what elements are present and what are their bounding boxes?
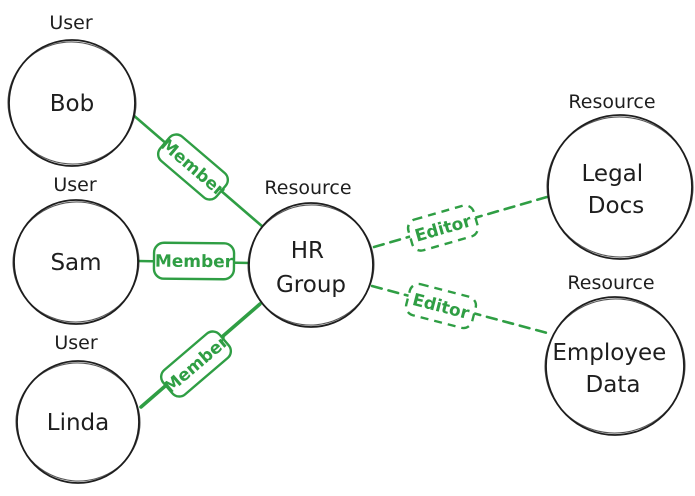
edge-label-member-sam: Member [152,241,236,281]
edge-label-member-linda: Member [159,330,233,398]
editor-label-box [406,204,480,252]
node-employee-data: Resource Employee Data [544,272,686,436]
edge-label-editor-employee: Editor [404,282,478,330]
node-hr-group: Resource HR Group [247,177,375,328]
node-legal-docs-name: Legal Docs [582,161,651,219]
editor-label-box [404,282,478,330]
edge-label-member-bob: Member [156,133,230,201]
node-linda-name: Linda [47,410,109,436]
node-employee-data-name: Employee Data [552,340,673,398]
node-sam-circle-sketch [12,201,140,323]
node-legal-docs-type-label: Resource [568,91,655,113]
node-sam-type-label: User [53,174,96,196]
node-sam: User Sam [12,174,140,325]
node-linda-type-label: User [54,332,97,354]
node-hr-group-name: HR Group [276,238,346,298]
node-hr-group-type-label: Resource [264,177,351,199]
member-label-box [152,241,236,281]
node-bob: User Bob [7,12,137,167]
node-bob-type-label: User [49,12,92,34]
edge-label-editor-legal: Editor [406,204,480,252]
node-bob-name: Bob [50,91,94,117]
node-hr-group-circle-sketch [247,204,375,326]
node-employee-data-circle [545,296,685,436]
node-employee-data-circle-sketch [544,298,686,434]
member-label-box [159,330,233,398]
node-linda-circle-sketch [15,362,141,482]
node-legal-docs-circle [547,114,693,260]
node-legal-docs-circle-sketch [546,116,694,258]
node-linda-circle [16,360,140,484]
node-hr-group-circle [248,202,374,328]
node-bob-circle [8,39,136,167]
node-sam-name: Sam [50,250,101,276]
node-legal-docs: Resource Legal Docs [546,91,694,260]
node-bob-circle-sketch [7,41,137,165]
node-employee-data-type-label: Resource [567,272,654,294]
node-sam-circle [13,199,139,325]
member-label-text: Member [155,252,234,273]
member-label-box [156,133,230,201]
node-linda: User Linda [15,332,141,484]
